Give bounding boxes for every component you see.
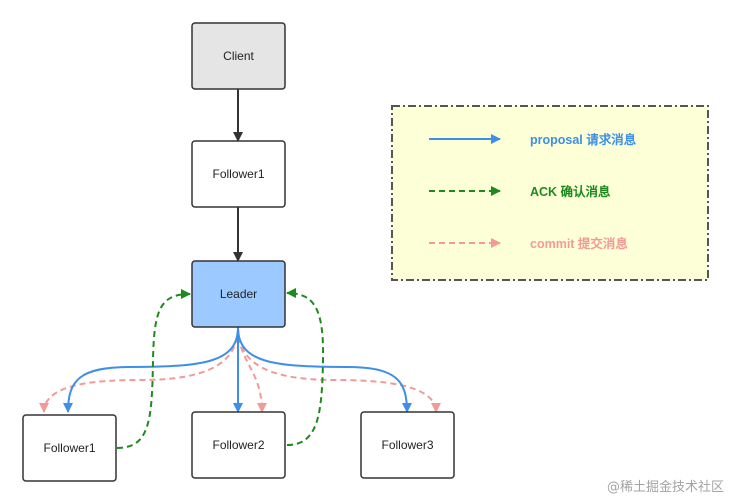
legend-box <box>391 105 709 281</box>
node-follower1-bottom: Follower1 <box>22 414 117 482</box>
node-leader-label: Leader <box>220 287 257 301</box>
node-client-label: Client <box>223 49 254 63</box>
node-follower1-bottom-label: Follower1 <box>43 441 95 455</box>
node-follower1-top-label: Follower1 <box>212 167 264 181</box>
legend-commit-label: commit 提交消息 <box>530 236 628 251</box>
commit-arrow-follower3 <box>237 326 441 413</box>
node-follower2: Follower2 <box>191 411 286 479</box>
commit-arrow-follower2 <box>237 326 267 413</box>
proposal-arrow-follower1 <box>63 326 239 413</box>
node-follower2-label: Follower2 <box>212 438 264 452</box>
legend: proposal 请求消息 ACK 确认消息 commit 提交消息 <box>391 105 709 281</box>
commit-arrow-follower1 <box>39 326 239 413</box>
ack-arrow-follower2 <box>286 288 325 446</box>
node-follower1-top: Follower1 <box>191 140 286 208</box>
node-client: Client <box>191 22 286 90</box>
ack-arrow-follower1 <box>116 289 191 449</box>
watermark: @稀土掘金技术社区 <box>606 480 724 495</box>
legend-proposal-label: proposal 请求消息 <box>530 132 637 147</box>
node-leader: Leader <box>191 260 286 328</box>
node-follower3: Follower3 <box>360 411 455 479</box>
node-follower3-label: Follower3 <box>381 438 433 452</box>
proposal-arrow-follower3 <box>237 326 412 413</box>
legend-ack-label: ACK 确认消息 <box>530 184 611 199</box>
